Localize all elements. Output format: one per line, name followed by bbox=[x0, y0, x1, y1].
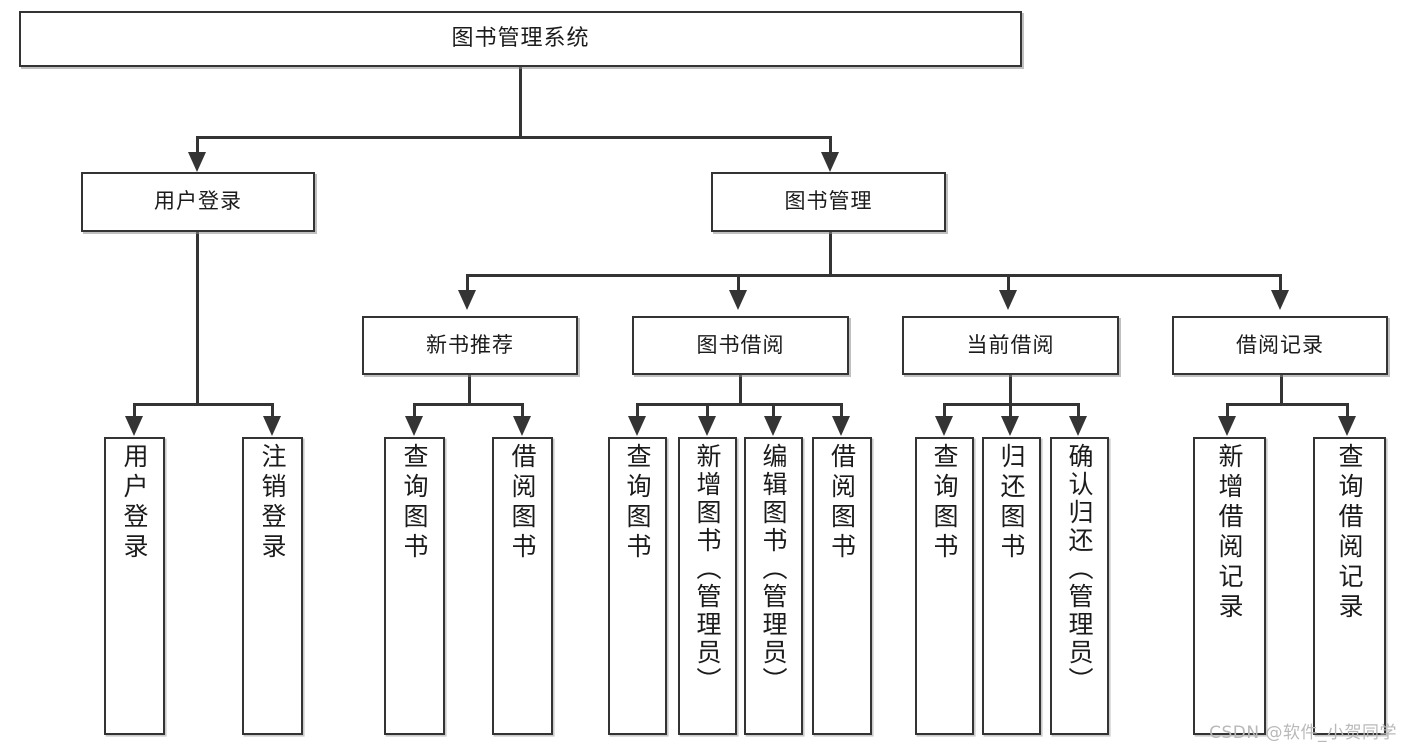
node-label: 新增图书（管理员） bbox=[693, 443, 722, 695]
arrowhead-borrow-record bbox=[1271, 290, 1289, 310]
node-label: 归还图书 bbox=[997, 443, 1026, 563]
connector-borrow-record-stem bbox=[1280, 375, 1283, 405]
connector-drop-leaf-current-borrow-3 bbox=[1077, 403, 1080, 417]
connector-level3-bus bbox=[466, 274, 1282, 277]
connector-drop-book-management bbox=[829, 136, 832, 154]
connector-root-stem bbox=[519, 67, 522, 138]
node-label: 查询图书 bbox=[623, 443, 652, 563]
leaf-borrow-record-2[interactable]: 查询借阅记录 bbox=[1313, 437, 1386, 735]
connector-drop-leaf-user-login-2 bbox=[271, 403, 274, 417]
arrowhead-book-borrow bbox=[729, 290, 747, 310]
connector-drop-leaf-book-borrow-2 bbox=[706, 403, 709, 417]
csdn-watermark: CSDN @软件_小贺同学 bbox=[1209, 723, 1397, 743]
arrowhead-book-management bbox=[821, 152, 839, 172]
arrowhead-leaf-user-login-1 bbox=[125, 416, 143, 436]
connector-root-bus bbox=[196, 136, 832, 139]
arrowhead-leaf-new-book-2 bbox=[513, 416, 531, 436]
node-borrow-record[interactable]: 借阅记录 bbox=[1172, 316, 1388, 375]
arrowhead-leaf-current-borrow-1 bbox=[935, 416, 953, 436]
node-label: 新书推荐 bbox=[426, 332, 514, 357]
leaf-current-borrow-1[interactable]: 查询图书 bbox=[915, 437, 974, 735]
node-label: 图书借阅 bbox=[696, 332, 785, 357]
node-user-login[interactable]: 用户登录 bbox=[81, 172, 315, 232]
node-label: 借阅记录 bbox=[1236, 332, 1324, 357]
arrowhead-current-borrow bbox=[999, 290, 1017, 310]
arrowhead-leaf-current-borrow-3 bbox=[1069, 416, 1087, 436]
arrowhead-leaf-book-borrow-2 bbox=[698, 416, 716, 436]
node-label: 查询图书 bbox=[930, 443, 959, 563]
connector-new-book-bus bbox=[413, 403, 523, 406]
node-label: 图书管理系统 bbox=[451, 25, 590, 51]
connector-drop-leaf-current-borrow-1 bbox=[943, 403, 946, 417]
node-root-book-management-system[interactable]: 图书管理系统 bbox=[19, 11, 1022, 67]
node-label: 注销登录 bbox=[258, 443, 287, 563]
connector-new-book-stem bbox=[468, 375, 471, 405]
leaf-book-borrow-3[interactable]: 编辑图书（管理员） bbox=[744, 437, 803, 735]
node-label: 图书管理 bbox=[784, 189, 873, 214]
leaf-user-login-2[interactable]: 注销登录 bbox=[242, 437, 303, 735]
leaf-book-borrow-4[interactable]: 借阅图书 bbox=[812, 437, 872, 735]
node-label: 借阅图书 bbox=[508, 443, 537, 563]
leaf-current-borrow-3[interactable]: 确认归还（管理员） bbox=[1050, 437, 1109, 735]
node-label: 当前借阅 bbox=[966, 332, 1055, 357]
arrowhead-leaf-borrow-record-2 bbox=[1338, 416, 1356, 436]
leaf-book-borrow-1[interactable]: 查询图书 bbox=[608, 437, 667, 735]
arrowhead-new-book bbox=[458, 290, 476, 310]
connector-drop-borrow-record bbox=[1279, 274, 1282, 292]
node-label: 新增借阅记录 bbox=[1215, 443, 1244, 623]
connector-book-borrow-stem bbox=[739, 375, 742, 405]
connector-drop-leaf-book-borrow-4 bbox=[840, 403, 843, 417]
node-label: 用户登录 bbox=[120, 443, 149, 563]
connector-user-login-bus bbox=[133, 403, 273, 406]
connector-drop-leaf-current-borrow-2 bbox=[1009, 403, 1012, 417]
leaf-borrow-record-1[interactable]: 新增借阅记录 bbox=[1193, 437, 1266, 735]
arrowhead-leaf-user-login-2 bbox=[263, 416, 281, 436]
connector-book-borrow-bus bbox=[636, 403, 843, 406]
node-label: 用户登录 bbox=[154, 189, 242, 214]
node-current-borrow[interactable]: 当前借阅 bbox=[902, 316, 1119, 375]
leaf-book-borrow-2[interactable]: 新增图书（管理员） bbox=[678, 437, 737, 735]
connector-drop-leaf-book-borrow-3 bbox=[772, 403, 775, 417]
connector-drop-leaf-user-login-1 bbox=[133, 403, 136, 417]
arrowhead-leaf-book-borrow-1 bbox=[628, 416, 646, 436]
arrowhead-leaf-current-borrow-2 bbox=[1001, 416, 1019, 436]
connector-drop-leaf-new-book-1 bbox=[413, 403, 416, 417]
node-label: 编辑图书（管理员） bbox=[759, 443, 788, 695]
connector-current-borrow-stem bbox=[1009, 375, 1012, 405]
node-label: 借阅图书 bbox=[827, 443, 857, 563]
connector-borrow-record-bus bbox=[1226, 403, 1348, 406]
arrowhead-user-login bbox=[188, 152, 206, 172]
node-new-book-recommend[interactable]: 新书推荐 bbox=[362, 316, 578, 375]
connector-drop-new-book bbox=[466, 274, 469, 292]
arrowhead-leaf-book-borrow-4 bbox=[832, 416, 850, 436]
connector-drop-user-login bbox=[196, 136, 199, 154]
leaf-new-book-1[interactable]: 查询图书 bbox=[384, 437, 445, 735]
node-book-borrow[interactable]: 图书借阅 bbox=[632, 316, 849, 375]
leaf-current-borrow-2[interactable]: 归还图书 bbox=[982, 437, 1041, 735]
arrowhead-leaf-borrow-record-1 bbox=[1218, 416, 1236, 436]
leaf-user-login-1[interactable]: 用户登录 bbox=[104, 437, 165, 735]
arrowhead-leaf-new-book-1 bbox=[405, 416, 423, 436]
node-label: 查询借阅记录 bbox=[1335, 443, 1364, 623]
connector-drop-current-borrow bbox=[1007, 274, 1010, 292]
connector-book-management-stem bbox=[829, 232, 832, 276]
leaf-new-book-2[interactable]: 借阅图书 bbox=[492, 437, 553, 735]
node-label: 确认归还（管理员） bbox=[1065, 443, 1094, 695]
connector-drop-leaf-borrow-record-1 bbox=[1226, 403, 1229, 417]
connector-drop-leaf-new-book-2 bbox=[521, 403, 524, 417]
connector-drop-leaf-borrow-record-2 bbox=[1346, 403, 1349, 417]
connector-user-login-stem bbox=[196, 232, 199, 405]
connector-drop-leaf-book-borrow-1 bbox=[636, 403, 639, 417]
node-book-management[interactable]: 图书管理 bbox=[711, 172, 946, 232]
arrowhead-leaf-book-borrow-3 bbox=[764, 416, 782, 436]
node-label: 查询图书 bbox=[400, 443, 429, 563]
connector-drop-book-borrow bbox=[737, 274, 740, 292]
